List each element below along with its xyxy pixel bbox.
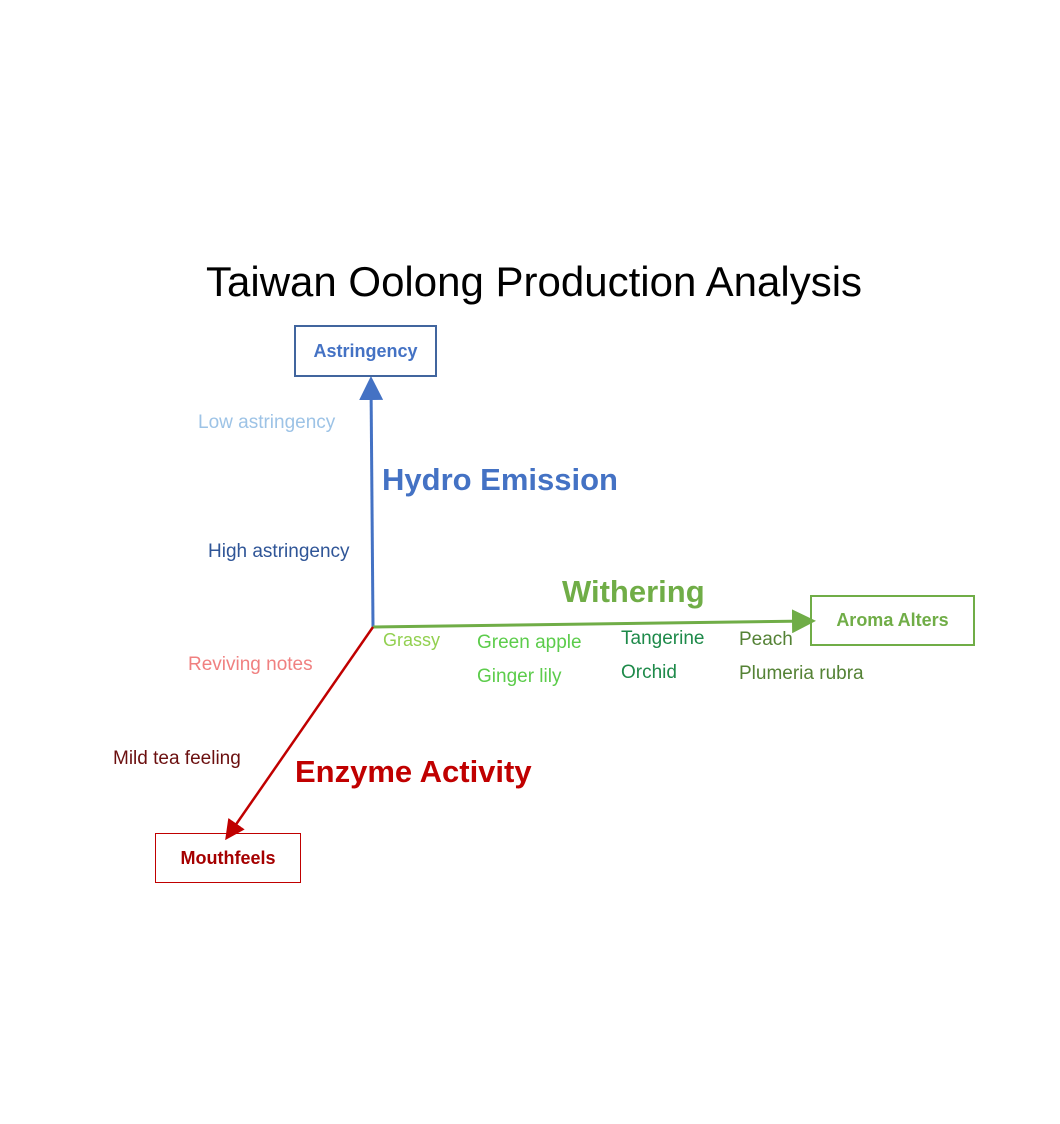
mouthfeels-box: Mouthfeels xyxy=(155,833,301,883)
peach-note: Peach xyxy=(739,629,793,650)
ginger-lily-note: Ginger lily xyxy=(477,666,562,687)
tangerine-note: Tangerine xyxy=(621,628,705,649)
grassy-note: Grassy xyxy=(383,630,441,650)
aroma-alters-box: Aroma Alters xyxy=(810,595,975,646)
reviving-notes-note: Reviving notes xyxy=(188,654,313,675)
low-astringency-note: Low astringency xyxy=(198,412,336,433)
vertical-axis-arrow xyxy=(359,376,384,628)
astringency-box: Astringency xyxy=(294,325,437,377)
plumeria-rubra-note: Plumeria rubra xyxy=(739,663,864,684)
green-apple-note: Green apple xyxy=(477,632,582,653)
diagonal-axis-arrow xyxy=(225,626,375,841)
hydro-emission-label: Hydro Emission xyxy=(382,462,618,497)
enzyme-activity-label: Enzyme Activity xyxy=(295,754,532,789)
orchid-note: Orchid xyxy=(621,662,677,683)
high-astringency-note: High astringency xyxy=(208,541,350,562)
mild-tea-feeling-note: Mild tea feeling xyxy=(113,748,241,769)
diagram-title: Taiwan Oolong Production Analysis xyxy=(206,258,863,305)
withering-label: Withering xyxy=(562,574,705,609)
horizontal-axis-arrow xyxy=(372,609,816,634)
